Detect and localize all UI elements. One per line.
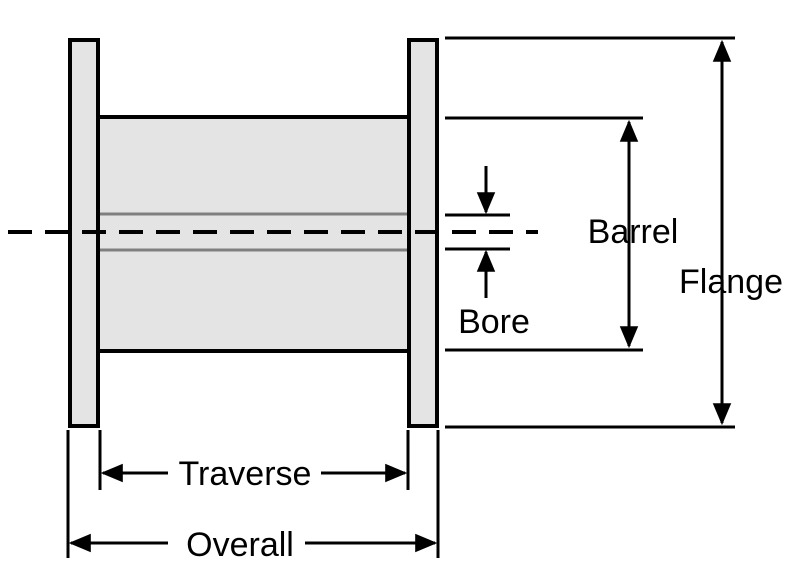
bore-label: Bore xyxy=(458,303,530,341)
traverse-label: Traverse xyxy=(179,455,312,493)
barrel-label: Barrel xyxy=(588,213,679,251)
flange-label: Flange xyxy=(679,263,783,301)
overall-label: Overall xyxy=(186,526,294,564)
